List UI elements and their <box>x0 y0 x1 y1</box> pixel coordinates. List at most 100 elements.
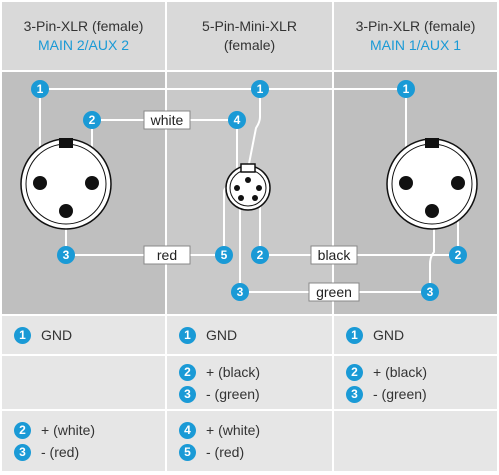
cell-r2c3-bg <box>334 356 497 409</box>
header-right: 3-Pin-XLR (female) MAIN 1/AUX 1 <box>334 2 497 70</box>
pin-badge: 2 <box>14 421 31 439</box>
xlr-right-pin-2 <box>451 176 465 190</box>
list-item: 2+ (black) <box>179 361 260 383</box>
badge-right-3-bg <box>421 283 439 301</box>
wire-label-black-box <box>310 245 358 265</box>
badge-mid-5: 5 <box>221 248 228 262</box>
wire-label-green: green <box>316 284 352 300</box>
xlr-left-connector <box>20 138 112 230</box>
pin-badge: 3 <box>14 443 31 461</box>
list-item: 2+ (black) <box>346 361 427 383</box>
list-item: 3 - (green) <box>179 383 260 405</box>
wire-label-red-box <box>143 245 191 265</box>
list-item: 4 + (white) <box>179 419 260 441</box>
badge-left-3: 3 <box>63 248 70 262</box>
mini-pin-1 <box>245 177 251 183</box>
badge-mid-2-bg <box>251 246 269 264</box>
badge-right-3: 3 <box>427 285 434 299</box>
wire-green-right-rise <box>429 208 435 292</box>
wire-label-red: red <box>157 247 177 263</box>
badge-left-3-bg <box>57 246 75 264</box>
pin-badge: 1 <box>179 326 196 344</box>
badge-left-2-bg <box>83 111 101 129</box>
wire-label-white-box <box>143 110 191 130</box>
xlr-right-key <box>425 138 439 148</box>
header-bg-left <box>2 2 165 70</box>
xlr-left-pin-2 <box>85 176 99 190</box>
badge-right-2: 2 <box>455 248 462 262</box>
cell-r2c3: 2+ (black) 3 - (green) <box>346 361 427 405</box>
wire-label-green-box <box>308 282 360 302</box>
pin-label: - (red) <box>41 444 80 460</box>
wiring-diagram: white red black green 1 1 1 2 4 3 5 2 2 <box>2 2 497 471</box>
header-middle: 5-Pin-Mini-XLR (female) <box>167 2 332 70</box>
mini-pin-5 <box>234 185 240 191</box>
badge-right-2-bg <box>449 246 467 264</box>
cell-r3c2-bg <box>167 411 332 471</box>
xlr-left-pin-1 <box>33 176 47 190</box>
header-bg-right <box>334 2 497 70</box>
pin-label: + (white) <box>206 422 261 438</box>
cell-r3c3-bg <box>334 411 497 471</box>
cell-r2c2: 2+ (black) 3 - (green) <box>179 361 260 405</box>
badge-mid-5-bg <box>215 246 233 264</box>
pin-label: - (green) <box>373 386 427 402</box>
cell-r1c1: 1 GND <box>14 324 72 346</box>
pin-badge: 3 <box>346 385 363 403</box>
xlr-right-pin-1 <box>399 176 413 190</box>
header-left-title: 3-Pin-XLR (female) <box>23 18 144 34</box>
badge-right-1-bg <box>397 80 415 98</box>
mini-xlr-connector <box>225 163 271 211</box>
cell-r3c2: 4 + (white) 5- (red) <box>179 419 260 463</box>
pin-label: + (white) <box>41 422 96 438</box>
list-item: 5- (red) <box>179 441 260 463</box>
cell-r3c1-bg <box>2 411 165 471</box>
badge-left-1: 1 <box>37 82 44 96</box>
header-bg-middle <box>167 2 332 70</box>
badge-left-2: 2 <box>89 113 96 127</box>
pin-badge: 5 <box>179 443 196 461</box>
cell-r2c1-bg <box>2 356 165 409</box>
mini-pin-4 <box>256 185 262 191</box>
pin-label: - (green) <box>206 386 260 402</box>
pin-label: + (black) <box>206 364 261 380</box>
list-item: 3 - (green) <box>346 383 427 405</box>
pin-badge: 1 <box>14 326 31 344</box>
badge-left-1-bg <box>31 80 49 98</box>
badge-mid-4-bg <box>228 111 246 129</box>
mini-xlr-key <box>240 163 256 173</box>
xlr-right-connector <box>386 138 478 230</box>
diagram-graphic: white red black green 1 1 1 2 4 3 5 2 2 <box>2 2 497 471</box>
badge-mid-2: 2 <box>257 248 264 262</box>
header-left: 3-Pin-XLR (female) MAIN 2/AUX 2 <box>2 2 165 70</box>
wire-label-white: white <box>150 112 184 128</box>
badge-right-1: 1 <box>403 82 410 96</box>
list-item: 2 + (white) <box>14 419 95 441</box>
pin-badge: 3 <box>179 385 196 403</box>
cell-r2c2-bg <box>167 356 332 409</box>
pin-label: GND <box>373 327 405 343</box>
header-middle-title: 5-Pin-Mini-XLR <box>202 18 297 34</box>
mini-pin-2 <box>252 195 258 201</box>
badge-mid-1-bg <box>251 80 269 98</box>
pin-label: GND <box>41 327 73 343</box>
wire-label-black: black <box>318 247 352 263</box>
header-right-title: 3-Pin-XLR (female) <box>355 18 476 34</box>
mini-pin-3 <box>238 195 244 201</box>
pin-badge: 4 <box>179 421 196 439</box>
header-middle-subtitle: (female) <box>223 37 276 53</box>
xlr-right-pin-3 <box>425 204 439 218</box>
pin-badge: 1 <box>346 326 363 344</box>
xlr-left-key <box>59 138 73 148</box>
pin-badge: 2 <box>346 363 363 381</box>
cell-r3c1: 2 + (white) 3 - (red) <box>14 419 95 463</box>
badge-mid-4: 4 <box>234 113 241 127</box>
list-item: 3 - (red) <box>14 441 95 463</box>
xlr-left-pin-3 <box>59 204 73 218</box>
header-right-subtitle: MAIN 1/AUX 1 <box>369 37 462 53</box>
badge-mid-1: 1 <box>257 82 264 96</box>
cell-r1c3: 1 GND <box>346 324 404 346</box>
list-item: 1 GND <box>14 324 72 346</box>
